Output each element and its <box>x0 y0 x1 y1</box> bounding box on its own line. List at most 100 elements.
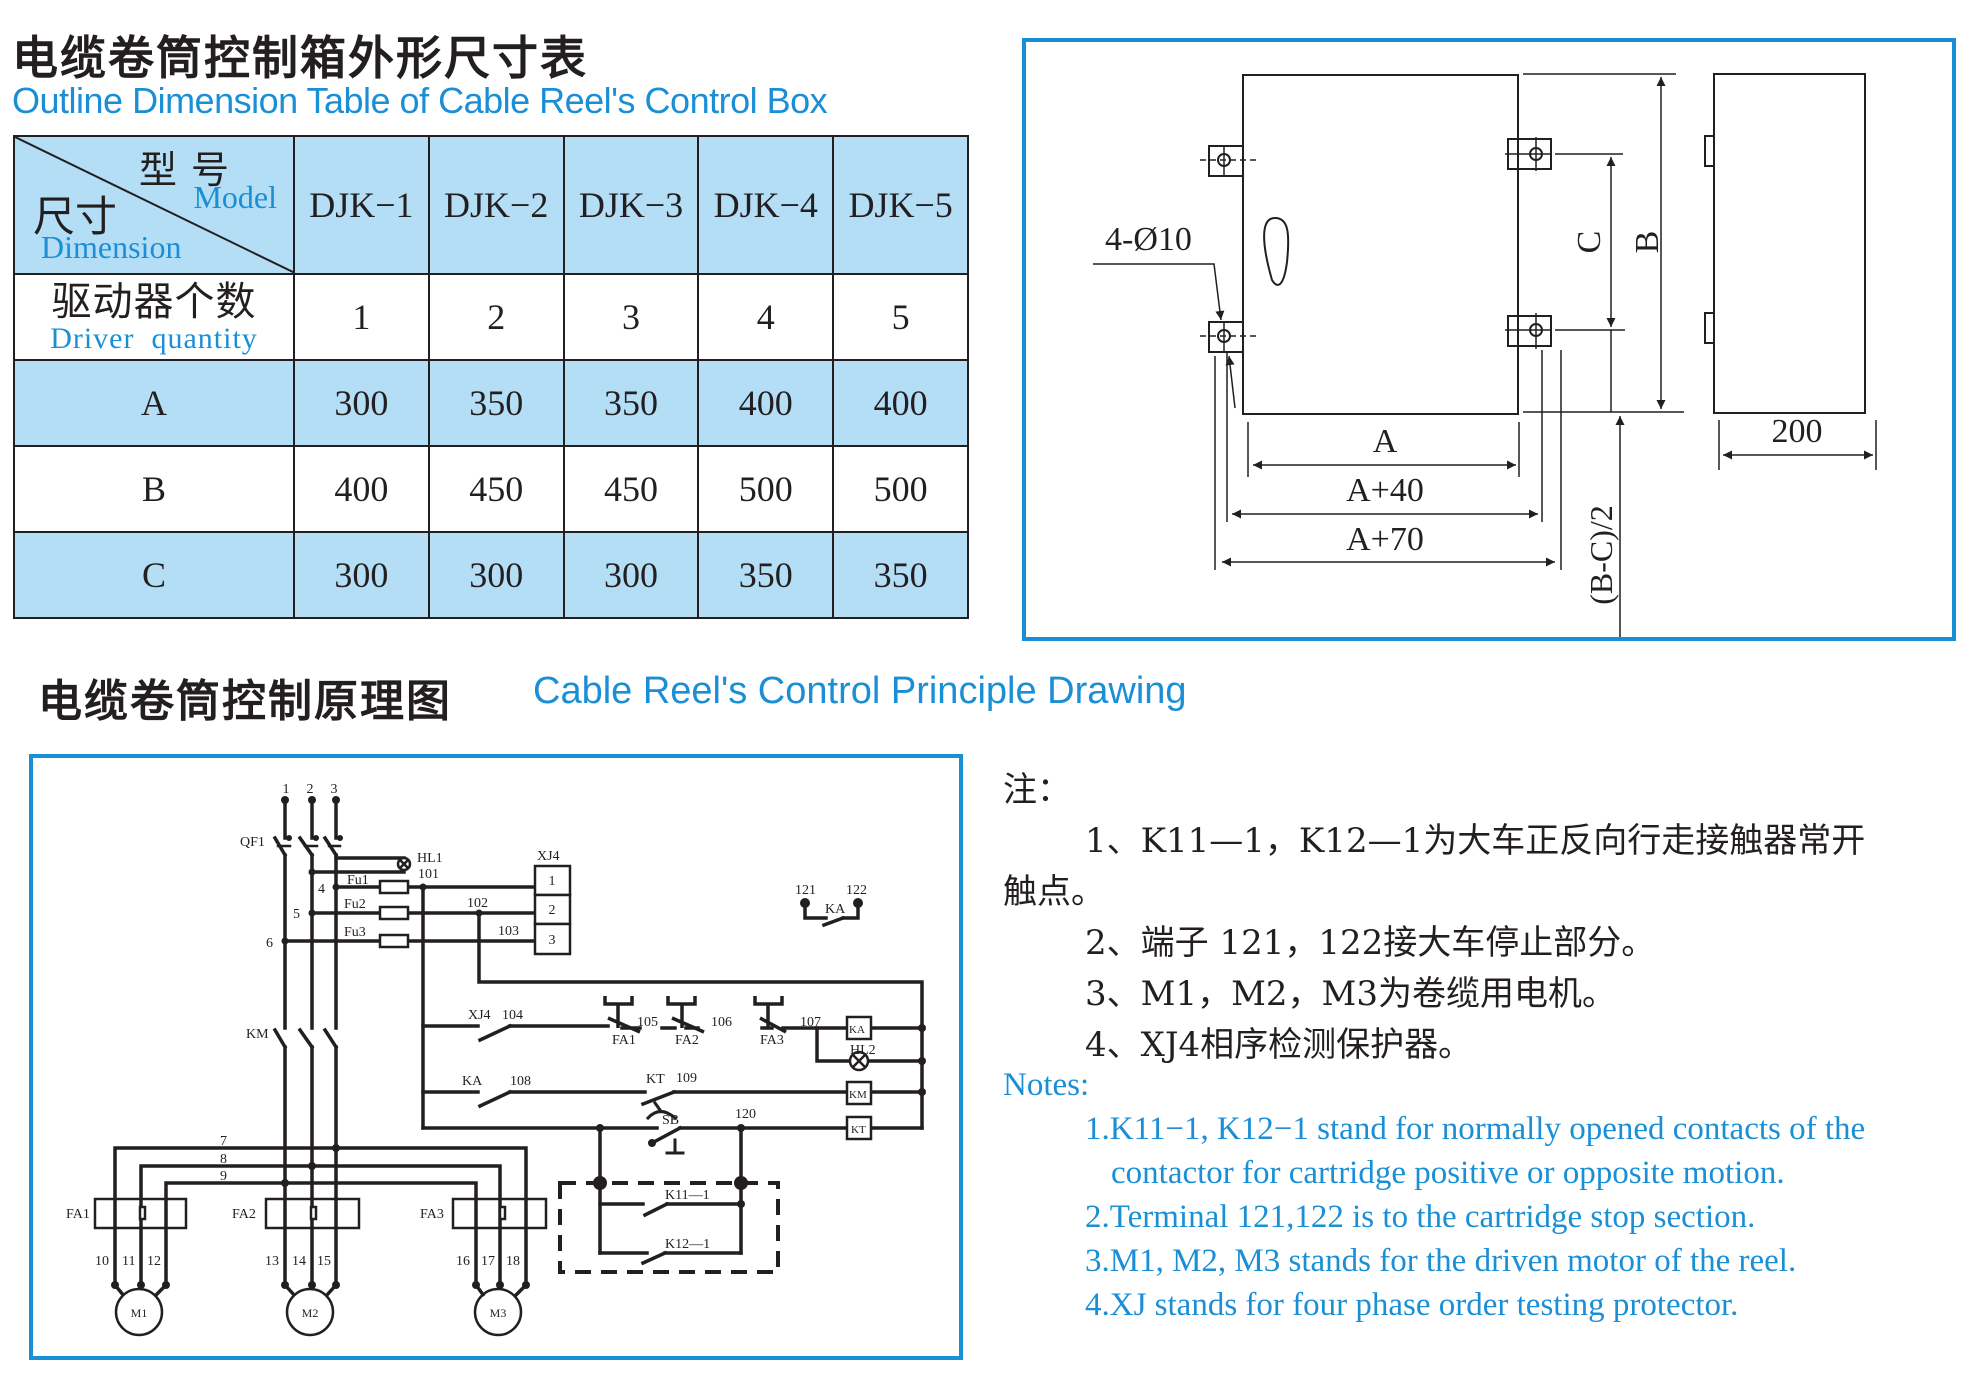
handle-icon <box>1263 216 1290 286</box>
outline-drawing-frame <box>1022 38 1956 641</box>
wire-label: 101 <box>418 867 439 882</box>
wire-label: 107 <box>800 1015 821 1030</box>
table-cell: 350 <box>427 359 565 447</box>
row-label: A <box>13 359 295 447</box>
coil-label: KT <box>851 1124 866 1136</box>
hl2-label: HL2 <box>850 1043 876 1058</box>
notes-en-item: contactor for cartridge positive or oppo… <box>1111 1155 1785 1191</box>
wire-label: 7 <box>220 1134 227 1149</box>
table-corner-cell: 型号 Model 尺寸 Dimension <box>13 135 295 275</box>
notes-cn-item: 2、端子 121，122接大车停止部分。 <box>1085 923 1656 963</box>
table-cell: 450 <box>562 445 700 533</box>
notes-cn-item: 1、K11—1，K12—1为大车正反向行走接触器常开 <box>1085 821 1866 861</box>
box-front-view <box>1242 74 1519 415</box>
wire-label: 109 <box>676 1071 697 1086</box>
motor-terminal-label: 14 <box>292 1254 306 1269</box>
notes-cn-item: 触点。 <box>1003 872 1105 912</box>
xj4-pin-label: 3 <box>549 933 556 948</box>
k11-k12-dashed-box <box>558 1181 780 1274</box>
notes-en-item: 4.XJ stands for four phase order testing… <box>1085 1287 1739 1323</box>
row-label: C <box>13 531 295 619</box>
motor-terminal-label: 17 <box>481 1254 495 1269</box>
stop-terminal-label: 121 <box>795 883 816 898</box>
wire-label: 103 <box>498 924 519 939</box>
coil-ka <box>845 1015 873 1041</box>
table-cell: 450 <box>427 445 565 533</box>
hole-label: 4-Ø10 <box>1105 221 1192 258</box>
wire-label: 120 <box>735 1107 756 1122</box>
model-header: DJK−5 <box>832 135 969 275</box>
table-cell: 300 <box>427 531 565 619</box>
corner-model-en: Model <box>193 179 277 215</box>
table-row-c: C 300 300 300 350 350 <box>13 531 969 619</box>
km-label: KM <box>246 1027 269 1042</box>
notes-cn-item: 4、XJ4相序检测保护器。 <box>1085 1025 1473 1065</box>
thermal-relay-fa1 <box>93 1197 188 1230</box>
motor-label: M1 <box>131 1306 148 1320</box>
fuse-label: Fu1 <box>347 873 369 888</box>
dim-c-label: C <box>1571 231 1608 254</box>
motor-terminal-label: 15 <box>317 1254 331 1269</box>
corner-dimension-cn: 尺寸 <box>33 195 118 241</box>
xj4-pin <box>533 864 572 897</box>
motor-icon <box>285 1287 335 1337</box>
table-row-a: A 300 350 350 400 400 <box>13 359 969 447</box>
k11-label: K11—1 <box>665 1188 710 1203</box>
table-cell: 300 <box>562 531 700 619</box>
model-header: DJK−2 <box>427 135 565 275</box>
table-cell: 3 <box>562 273 700 361</box>
wire-label: 105 <box>637 1015 658 1030</box>
fuse-icon <box>378 879 410 895</box>
fa-label: FA1 <box>66 1207 90 1222</box>
notes-en-item: 2.Terminal 121,122 is to the cartridge s… <box>1085 1199 1756 1235</box>
dimension-table: 型号 Model 尺寸 Dimension DJK−1 DJK−2 DJK−3 … <box>13 135 969 619</box>
stop-ka-label: KA <box>825 902 846 917</box>
stop-terminal-label: 122 <box>846 883 867 898</box>
motor-terminal-label: 16 <box>456 1254 470 1269</box>
dim-a40-label: A+40 <box>1346 472 1424 509</box>
wire-label: 9 <box>220 1169 227 1184</box>
circuit-diagram: 1 2 3 QF1 HL1 101 XJ4 1 2 3 Fu1 Fu2 Fu3 … <box>66 782 926 1337</box>
wire-label: 106 <box>711 1015 732 1030</box>
xj4-label: XJ4 <box>537 849 560 864</box>
motor-terminal-label: 18 <box>506 1254 520 1269</box>
dim-a-label: A <box>1373 423 1398 460</box>
ka-contact-label: KA <box>462 1074 483 1089</box>
notes-en-item: 1.K11−1, K12−1 stand for normally opened… <box>1085 1111 1866 1147</box>
thermal-relay-fa3 <box>451 1197 548 1230</box>
motor-terminal-label: 10 <box>95 1254 109 1269</box>
table-cell: 300 <box>293 359 430 447</box>
dim-depth-label: 200 <box>1772 413 1823 450</box>
coil-km <box>845 1080 873 1106</box>
coil-label: KM <box>849 1089 867 1101</box>
xj4-pin-label: 2 <box>549 903 556 918</box>
table-row-b: B 400 450 450 500 500 <box>13 445 969 533</box>
kt-contact-label: KT <box>646 1072 665 1087</box>
mounting-bracket <box>1208 145 1244 177</box>
motor-terminal-label: 12 <box>147 1254 161 1269</box>
xj4-contact-label: XJ4 <box>468 1008 491 1023</box>
terminal-label: 2 <box>307 782 314 797</box>
outline-drawing: 4-Ø10 A A+40 A+70 200 C B (B-C)/2 <box>1093 73 1877 637</box>
motor-icon <box>473 1287 523 1337</box>
table-cell: 300 <box>293 531 430 619</box>
motor-terminal-label: 13 <box>265 1254 279 1269</box>
table-cell: 5 <box>832 273 969 361</box>
wire-label: 108 <box>510 1074 531 1089</box>
xj4-pin <box>533 922 572 956</box>
model-header: DJK−1 <box>293 135 430 275</box>
sb-label: SB <box>662 1113 679 1128</box>
driver-quantity-label-cn: 驱动器个数 <box>51 279 257 324</box>
qf1-label: QF1 <box>240 835 265 850</box>
table-cell: 400 <box>832 359 969 447</box>
motor-label: M2 <box>302 1306 319 1320</box>
notes-cn-heading: 注： <box>1003 770 1071 810</box>
box-side-view <box>1713 73 1866 414</box>
notes-cn: 注： 1、K11—1，K12—1为大车正反向行走接触器常开 触点。 2、端子 1… <box>1003 765 1978 1071</box>
principle-title-cn: 电缆卷筒控制原理图 <box>38 676 452 727</box>
mounting-bracket <box>1208 321 1244 353</box>
coil-kt <box>845 1115 873 1141</box>
table-title-en: Outline Dimension Table of Cable Reel's … <box>12 80 828 121</box>
fa-contact-label: FA3 <box>760 1033 784 1048</box>
dim-b-label: B <box>1629 231 1666 254</box>
